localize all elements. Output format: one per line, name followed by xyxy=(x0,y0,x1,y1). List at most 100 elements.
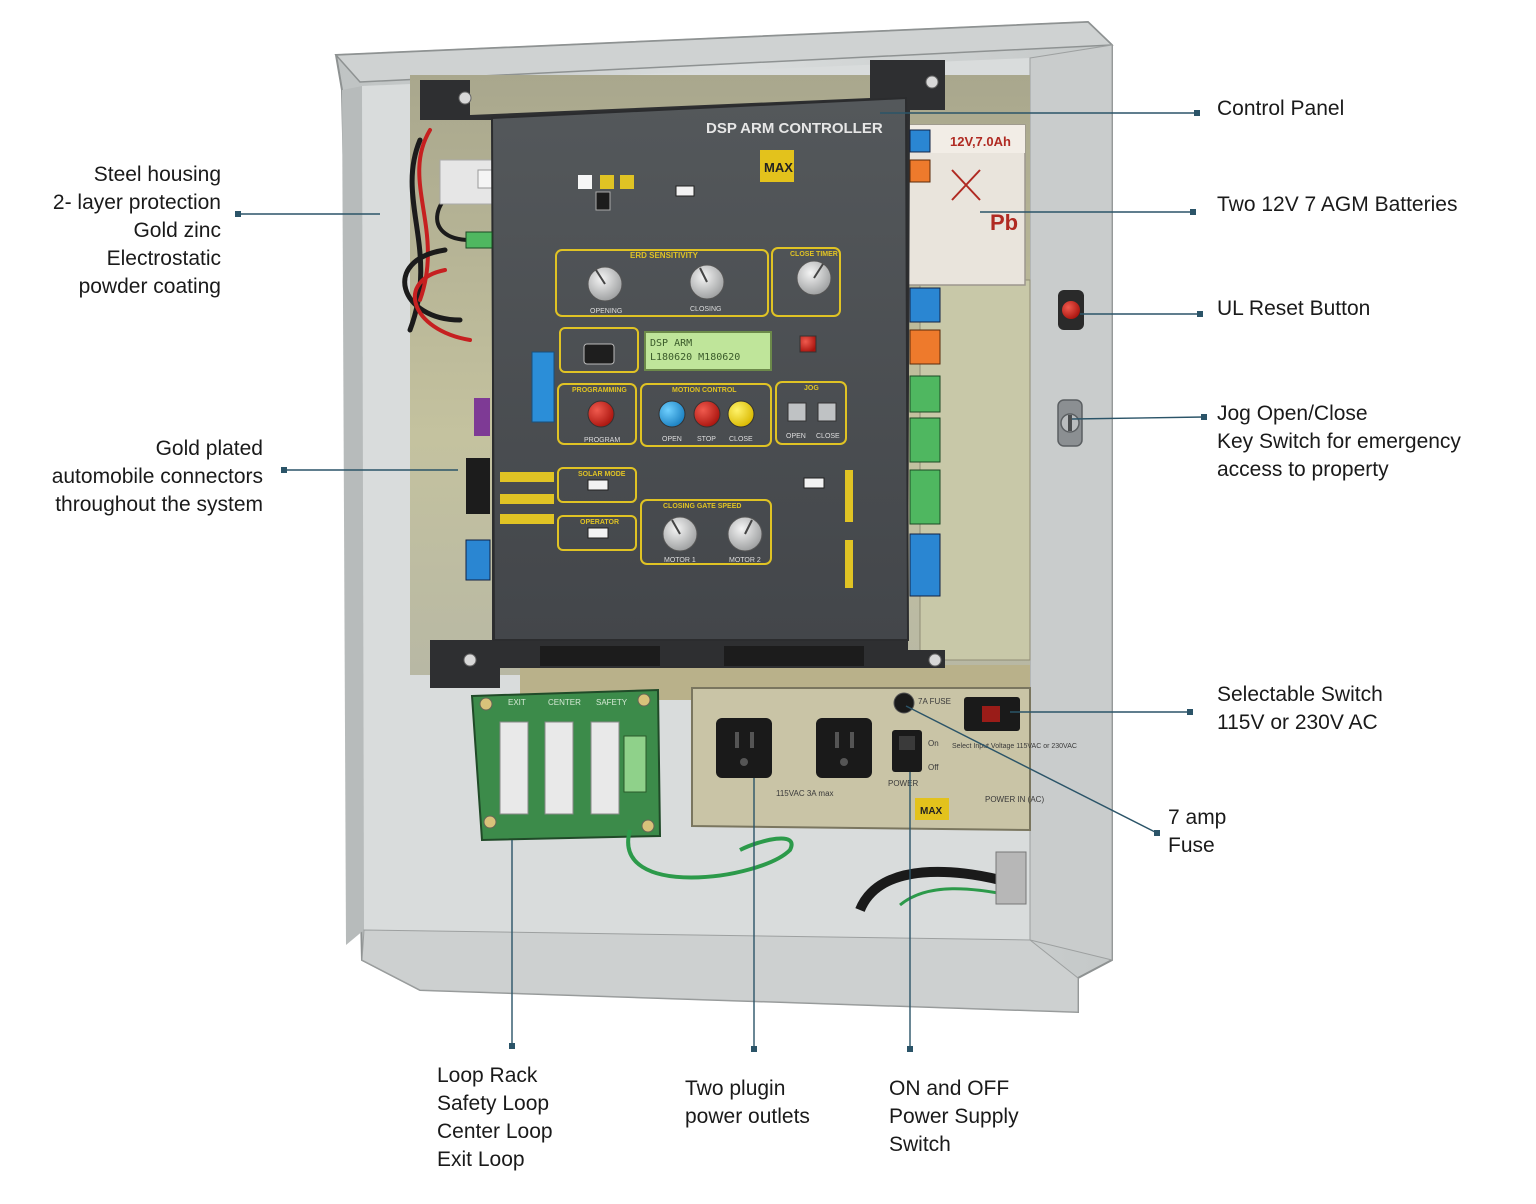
closing-speed-label: CLOSING GATE SPEED xyxy=(663,503,741,510)
lcd-line-1: DSP ARM xyxy=(650,338,692,349)
black-box-port-frame xyxy=(559,327,639,373)
operator-label: OPERATOR xyxy=(580,519,619,526)
power-brand-logo xyxy=(915,798,949,820)
callout-line: 7 amp xyxy=(1168,806,1227,829)
program-button-label: PROGRAM xyxy=(584,437,620,444)
open-button-label: OPEN xyxy=(662,436,682,443)
loop-rack-board: EXIT CENTER SAFETY xyxy=(470,688,662,842)
callout-line: Safety Loop xyxy=(437,1092,550,1115)
ac-cable xyxy=(855,866,1002,913)
power-switch-label: POWER xyxy=(888,779,918,788)
power-off-label: Off xyxy=(928,763,939,772)
fuse-label: 7A FUSE xyxy=(918,697,951,706)
black-box-port[interactable] xyxy=(583,343,615,365)
erd-closing-label: CLOSING xyxy=(690,306,722,313)
loop-safety-label: SAFETY xyxy=(596,698,628,707)
ground-wire xyxy=(626,829,794,880)
jog-frame xyxy=(775,381,847,445)
callout-line: Gold zinc xyxy=(133,219,221,242)
callout-control-panel: Control Panel xyxy=(1217,95,1344,123)
power-brand-text: MAX xyxy=(920,806,943,817)
callout-line: UL Reset Button xyxy=(1217,297,1371,320)
close-timer-label: CLOSE TIMER xyxy=(790,251,838,258)
jog-label: JOG xyxy=(804,385,819,392)
callout-line: Two plugin xyxy=(685,1077,786,1100)
battery-backup-switch[interactable] xyxy=(675,185,695,197)
callout-line: Two 12V 7 AGM Batteries xyxy=(1217,193,1458,216)
motor2-speed-label: MOTOR 2 xyxy=(729,557,761,564)
callout-line: throughout the system xyxy=(55,493,263,516)
terminal-blocks xyxy=(465,129,941,666)
dip-switch-bank[interactable] xyxy=(531,351,555,423)
callout-line: Key Switch for emergency xyxy=(1217,430,1461,453)
callout-power-outlets: Two plugin power outlets xyxy=(685,1075,810,1131)
power-outlet-1[interactable] xyxy=(716,718,772,778)
battery-rating: 12V,7.0Ah xyxy=(950,134,1011,149)
battery-indicator-empty xyxy=(578,175,592,189)
solar-mode-frame xyxy=(557,467,637,503)
wiring xyxy=(402,128,501,342)
lcd-line-2: L180620 M180620 xyxy=(650,352,740,363)
program-button[interactable] xyxy=(587,400,615,428)
jog-open-label: OPEN xyxy=(786,433,806,440)
battery-pb-mark: Pb xyxy=(990,210,1018,235)
power-in-label: POWER IN (AC) xyxy=(985,795,1044,804)
cable-clamp xyxy=(995,851,1027,905)
control-panel: DSP ARM CONTROLLER MAX ERD SENSITIVITY O… xyxy=(420,60,945,688)
loop-center-label: CENTER xyxy=(548,698,581,707)
power-outlet-2[interactable] xyxy=(816,718,872,778)
jog-key-switch[interactable] xyxy=(1057,399,1083,447)
programming-frame xyxy=(557,383,637,445)
on-off-battery-button[interactable] xyxy=(799,335,817,353)
power-on-label: On xyxy=(928,739,939,748)
maglock-delay-switch[interactable] xyxy=(803,477,825,489)
callout-line: Gold plated xyxy=(155,437,263,460)
jog-close-label: CLOSE xyxy=(816,433,840,440)
outlet-rating-label: 115VAC 3A max xyxy=(776,789,834,798)
closing-speed-frame xyxy=(640,499,772,565)
stop-button[interactable] xyxy=(693,400,721,428)
brand-logo-text: MAX xyxy=(764,160,793,175)
lcd-display xyxy=(644,331,772,371)
erd-sensitivity-label: ERD SENSITIVITY xyxy=(630,251,699,260)
callout-line: Control Panel xyxy=(1217,97,1345,120)
battery-indicator-half xyxy=(600,175,614,189)
open-button[interactable] xyxy=(658,400,686,428)
input-voltage-label: Select Input Voltage 115VAC or 230VAC xyxy=(952,743,1077,750)
close-button[interactable] xyxy=(727,400,755,428)
operator-switch[interactable] xyxy=(587,527,609,539)
callout-line: Loop Rack xyxy=(437,1064,538,1087)
callout-line: Selectable Switch xyxy=(1217,683,1383,706)
callout-line: 115V or 230V AC xyxy=(1217,711,1378,734)
fuse-holder[interactable] xyxy=(893,692,915,714)
brand-logo xyxy=(760,150,794,182)
jog-close-button[interactable] xyxy=(817,402,837,422)
battery-test-button[interactable] xyxy=(595,191,611,211)
callout-line: automobile connectors xyxy=(51,465,263,488)
callout-line: Electrostatic xyxy=(106,247,221,270)
callout-line: Center Loop xyxy=(437,1120,553,1143)
erd-sensitivity-frame xyxy=(555,249,769,317)
callout-selectable-switch: Selectable Switch 115V or 230V AC xyxy=(1217,681,1383,737)
close-timer-frame xyxy=(771,247,841,317)
power-plate: 115VAC 3A max On Off POWER 7A FUSE Selec… xyxy=(691,687,1077,832)
callout-line: Power Supply xyxy=(889,1105,1019,1128)
jog-open-button[interactable] xyxy=(787,402,807,422)
battery-indicator-full xyxy=(620,175,634,189)
ul-reset-button[interactable] xyxy=(1058,290,1084,330)
motor1-speed-label: MOTOR 1 xyxy=(664,557,696,564)
callout-line: power outlets xyxy=(685,1105,810,1128)
callout-line: powder coating xyxy=(78,275,221,298)
programming-label: PROGRAMMING xyxy=(572,387,627,394)
loop-exit-label: EXIT xyxy=(508,698,526,707)
solar-mode-switch[interactable] xyxy=(587,479,609,491)
callout-line: 2- layer protection xyxy=(52,191,221,214)
callout-line: Fuse xyxy=(1168,834,1215,857)
motion-control-label: MOTION CONTROL xyxy=(672,387,737,394)
panel-title: DSP ARM CONTROLLER xyxy=(706,120,883,137)
callout-connectors: Gold plated automobile connectors througho… xyxy=(52,435,263,519)
